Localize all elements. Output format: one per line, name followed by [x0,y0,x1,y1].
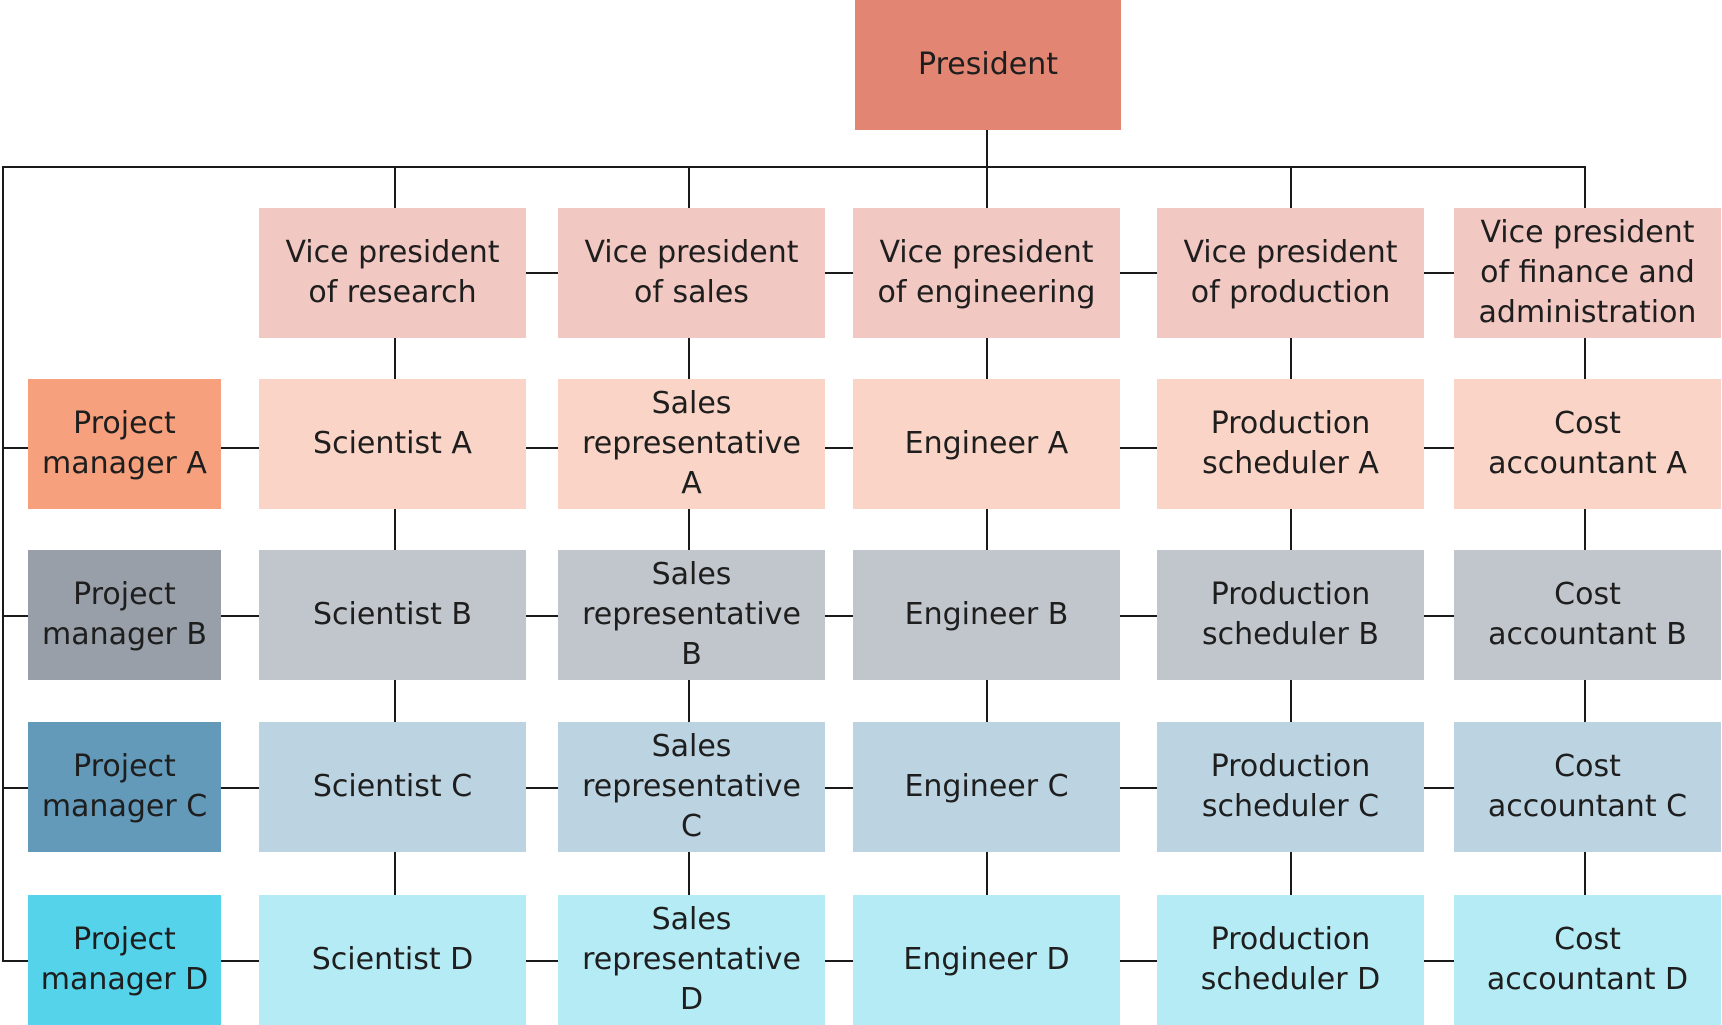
engineer-d-box: Engineer D [853,895,1120,1025]
sales-representative-b-box: Sales representative B [558,550,825,680]
cost-accountant-b-box: Cost accountant B [1454,550,1721,680]
production-scheduler-a-box: Production scheduler A [1157,379,1424,509]
project-manager-c-box: Project manager C [28,722,221,852]
connector-president-down [986,130,988,168]
project-manager-d-box: Project manager D [28,895,221,1025]
vp-engineering-box: Vice president of engineering [853,208,1120,338]
scientist-c-box: Scientist C [259,722,526,852]
scientist-b-box: Scientist B [259,550,526,680]
vp-sales-box: Vice president of sales [558,208,825,338]
cost-accountant-a-box: Cost accountant A [1454,379,1721,509]
project-manager-a-box: Project manager A [28,379,221,509]
cost-accountant-c-box: Cost accountant C [1454,722,1721,852]
production-scheduler-c-box: Production scheduler C [1157,722,1424,852]
production-scheduler-b-box: Production scheduler B [1157,550,1424,680]
scientist-a-box: Scientist A [259,379,526,509]
vp-finance-box: Vice president of finance and administra… [1454,208,1721,338]
sales-representative-c-box: Sales representative C [558,722,825,852]
connector-top-bar [2,166,1586,168]
cost-accountant-d-box: Cost accountant D [1454,895,1721,1025]
engineer-c-box: Engineer C [853,722,1120,852]
president-box: President [855,0,1121,130]
scientist-d-box: Scientist D [259,895,526,1025]
sales-representative-a-box: Sales representative A [558,379,825,509]
project-manager-b-box: Project manager B [28,550,221,680]
production-scheduler-d-box: Production scheduler D [1157,895,1424,1025]
sales-representative-d-box: Sales representative D [558,895,825,1025]
vp-research-box: Vice president of research [259,208,526,338]
vp-production-box: Vice president of production [1157,208,1424,338]
connector-left-spine [2,166,4,962]
engineer-a-box: Engineer A [853,379,1120,509]
engineer-b-box: Engineer B [853,550,1120,680]
